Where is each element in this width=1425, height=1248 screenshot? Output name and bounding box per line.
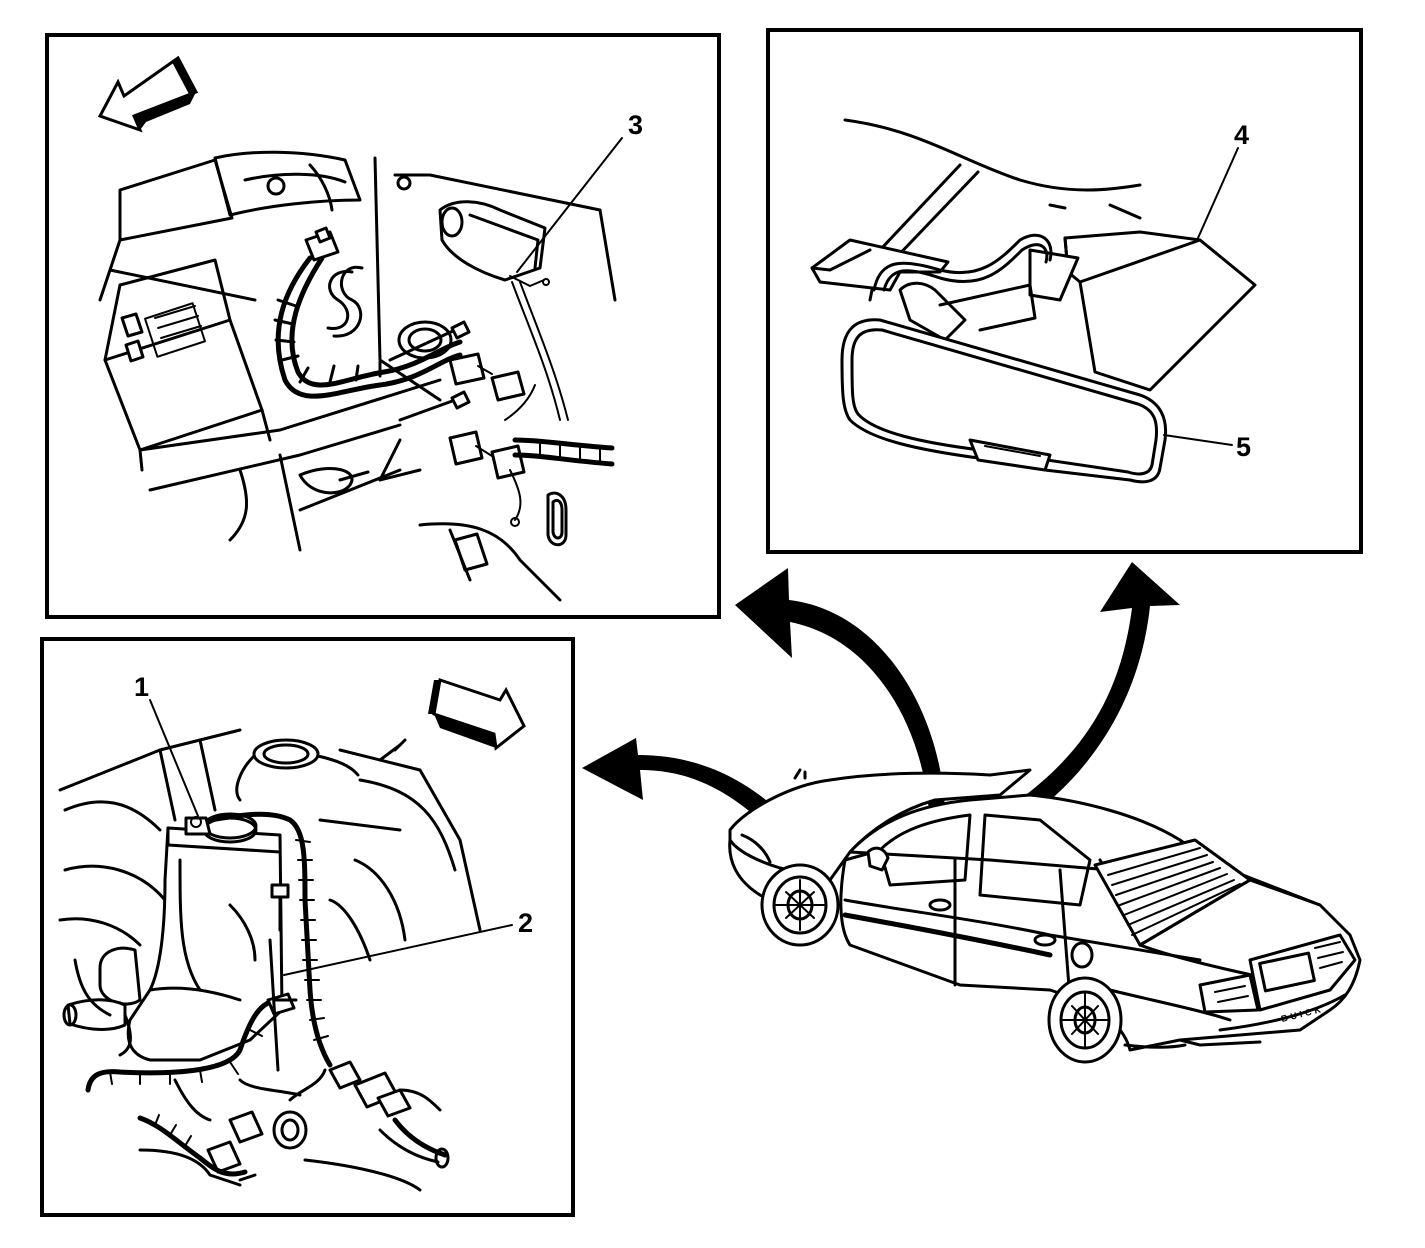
callout-label-4: 4 (1234, 120, 1249, 150)
direction-arrow-icon (428, 678, 526, 751)
callout-label-2: 2 (518, 908, 533, 938)
callout-4: 4 (1197, 120, 1249, 239)
mirror-module (1028, 230, 1257, 392)
callout-3: 3 (516, 110, 643, 273)
panel-washer-reservoir (40, 637, 575, 1217)
battery (103, 258, 272, 472)
callout-5: 5 (1163, 432, 1251, 462)
callout-2: 2 (283, 908, 533, 976)
washer-harness (85, 811, 333, 1093)
panel-rearview-mirror (766, 28, 1363, 554)
washer-fluid-reservoir (126, 812, 284, 1062)
callout-label-3: 3 (628, 110, 643, 140)
callout-label-1: 1 (134, 672, 149, 702)
vehicle-sedan: BUICK (728, 768, 1362, 1064)
callout-label-5: 5 (1236, 432, 1251, 462)
curved-pointer-arrow-icon (582, 562, 1180, 862)
headlamp-module (438, 200, 550, 287)
rearview-mirror-glass (840, 318, 1168, 484)
panel-frame (45, 33, 721, 619)
panel-engine-compartment-left (45, 33, 721, 619)
callout-1: 1 (134, 672, 199, 817)
direction-arrow-icon (97, 55, 199, 133)
